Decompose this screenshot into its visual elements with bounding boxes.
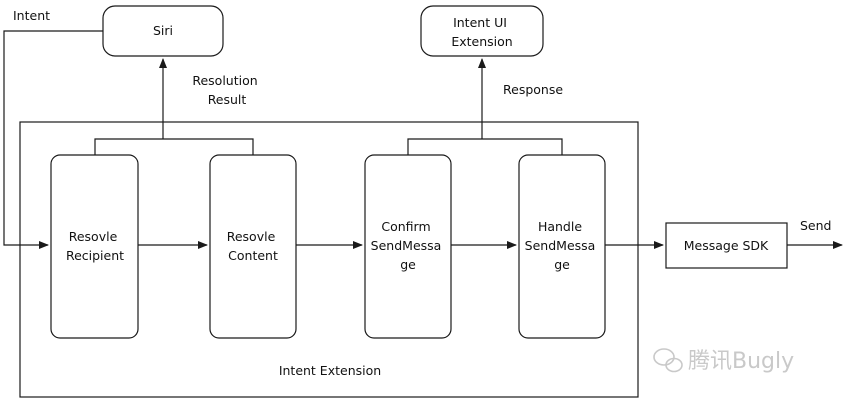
watermark: 腾讯Bugly [653, 348, 794, 374]
handle-send-message-line-3: ge [554, 257, 570, 272]
intent-ui-extension-line-2: Extension [451, 34, 512, 49]
resolve-recipient-node [50, 154, 139, 339]
resolution-result-line-2: Result [208, 92, 247, 107]
confirm-send-message-line-1: Confirm [381, 219, 430, 234]
intent-ui-extension-label: Intent UI Extension [451, 15, 512, 49]
handle-send-message-line-1: Handle [538, 219, 582, 234]
intent-ui-extension-line-1: Intent UI [453, 15, 507, 30]
resolve-content-label: Resovle Content [227, 229, 280, 263]
response-bracket [407, 138, 563, 155]
resolution-result-bracket [94, 138, 254, 155]
confirm-send-message-line-3: ge [400, 257, 416, 272]
resolve-recipient-label: Resovle Recipient [66, 229, 124, 263]
confirm-send-message-line-2: SendMessa [371, 238, 442, 253]
message-sdk-node [665, 222, 788, 269]
intent-edge [3, 30, 103, 249]
handle-send-message-label: Handle SendMessa ge [525, 219, 600, 272]
siri-label: Siri [153, 23, 173, 38]
resolve-content-line-1: Resovle [227, 229, 276, 244]
watermark-text: 腾讯Bugly [688, 349, 794, 374]
intent-edge-label: Intent [13, 8, 50, 23]
send-edge-label: Send [800, 218, 831, 233]
resolve-content-node [209, 154, 297, 339]
resolve-recipient-line-2: Recipient [66, 248, 124, 263]
wechat-icon [653, 348, 683, 373]
resolve-content-line-2: Content [228, 248, 278, 263]
response-label: Response [503, 82, 563, 97]
handle-send-message-line-2: SendMessa [525, 238, 596, 253]
intent-extension-label: Intent Extension [279, 363, 381, 378]
resolve-recipient-line-1: Resovle [69, 229, 118, 244]
message-sdk-label: Message SDK [684, 238, 769, 253]
resolution-result-line-1: Resolution [192, 73, 257, 88]
confirm-send-message-label: Confirm SendMessa ge [371, 219, 446, 272]
resolution-result-label: Resolution Result [192, 73, 261, 107]
intent-ui-extension-node [420, 5, 544, 57]
